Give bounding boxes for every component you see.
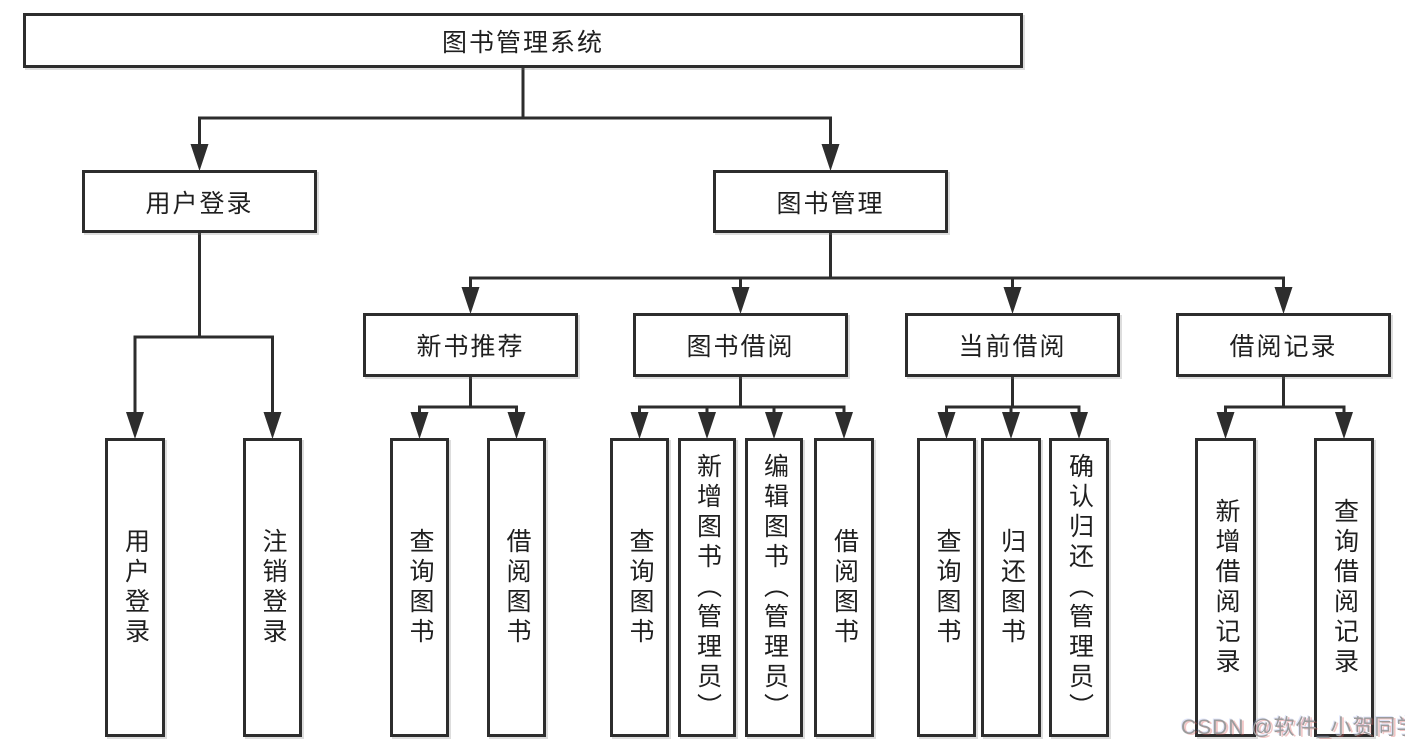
watermark: CSDN @软件_小贺同学	[1181, 716, 1405, 739]
node-label: 借阅图书	[830, 527, 859, 648]
arrowhead-icon	[410, 412, 429, 439]
node-leaf-user-login: 用户登录	[105, 438, 165, 737]
node-label: 查询借阅记录	[1330, 497, 1359, 678]
node-leaf-cb-confirm: 确认归还（管理员）	[1049, 438, 1109, 737]
node-borrow-records: 借阅记录	[1176, 313, 1391, 377]
node-root: 图书管理系统	[23, 13, 1023, 68]
node-label: 归还图书	[997, 527, 1026, 648]
arrowhead-icon	[1002, 412, 1020, 439]
node-label: 图书管理系统	[441, 28, 604, 57]
node-label: 新书推荐	[416, 333, 525, 361]
node-label: 用户登录	[145, 189, 254, 218]
arrowhead-icon	[1274, 287, 1293, 314]
node-label: 查询图书	[933, 527, 961, 648]
node-leaf-bb-query: 查询图书	[610, 438, 669, 737]
arrowhead-icon	[698, 412, 716, 439]
node-label: 确认归还（管理员）	[1065, 452, 1094, 723]
arrowhead-icon	[507, 412, 526, 439]
node-label: 用户登录	[121, 527, 150, 648]
arrowhead-icon	[731, 287, 750, 314]
node-label: 新增借阅记录	[1212, 497, 1240, 678]
arrowhead-icon	[835, 412, 853, 439]
arrowhead-icon	[937, 412, 956, 439]
node-label: 借阅图书	[503, 527, 531, 648]
node-leaf-bb-borrow: 借阅图书	[814, 438, 874, 737]
node-leaf-cb-return: 归还图书	[981, 438, 1041, 737]
node-leaf-nbr-query: 查询图书	[390, 438, 449, 737]
node-label: 新增图书（管理员）	[693, 452, 722, 723]
arrowhead-icon	[1003, 287, 1022, 314]
node-leaf-bb-edit: 编辑图书（管理员）	[745, 438, 803, 737]
arrowhead-icon	[1335, 412, 1353, 439]
node-new-book-rec: 新书推荐	[363, 313, 578, 377]
arrowhead-icon	[821, 144, 840, 171]
node-leaf-logout: 注销登录	[243, 438, 302, 737]
node-leaf-nbr-borrow: 借阅图书	[487, 438, 546, 737]
node-label: 查询图书	[406, 527, 434, 648]
arrowhead-icon	[263, 412, 282, 439]
arrowhead-icon	[190, 144, 209, 171]
arrowhead-icon	[765, 412, 783, 439]
arrowhead-icon	[1216, 412, 1235, 439]
node-label: 注销登录	[259, 527, 287, 648]
node-leaf-cb-query: 查询图书	[917, 438, 976, 737]
node-label: 借阅记录	[1229, 333, 1338, 361]
node-leaf-br-add: 新增借阅记录	[1195, 438, 1256, 737]
arrowhead-icon	[126, 412, 144, 439]
node-label: 图书管理	[776, 189, 885, 218]
arrowhead-icon	[630, 412, 649, 439]
node-label: 查询图书	[626, 527, 654, 648]
arrowhead-icon	[461, 287, 480, 314]
node-book-borrow: 图书借阅	[633, 313, 848, 377]
arrowhead-icon	[1070, 412, 1088, 439]
node-label: 当前借阅	[958, 333, 1067, 361]
node-user-login: 用户登录	[82, 170, 317, 233]
node-label: 图书借阅	[686, 333, 795, 361]
node-book-mgmt: 图书管理	[713, 170, 948, 233]
node-leaf-bb-add: 新增图书（管理员）	[678, 438, 736, 737]
node-leaf-br-query: 查询借阅记录	[1314, 438, 1374, 737]
node-label: 编辑图书（管理员）	[760, 452, 789, 723]
node-current-borrow: 当前借阅	[905, 313, 1120, 377]
